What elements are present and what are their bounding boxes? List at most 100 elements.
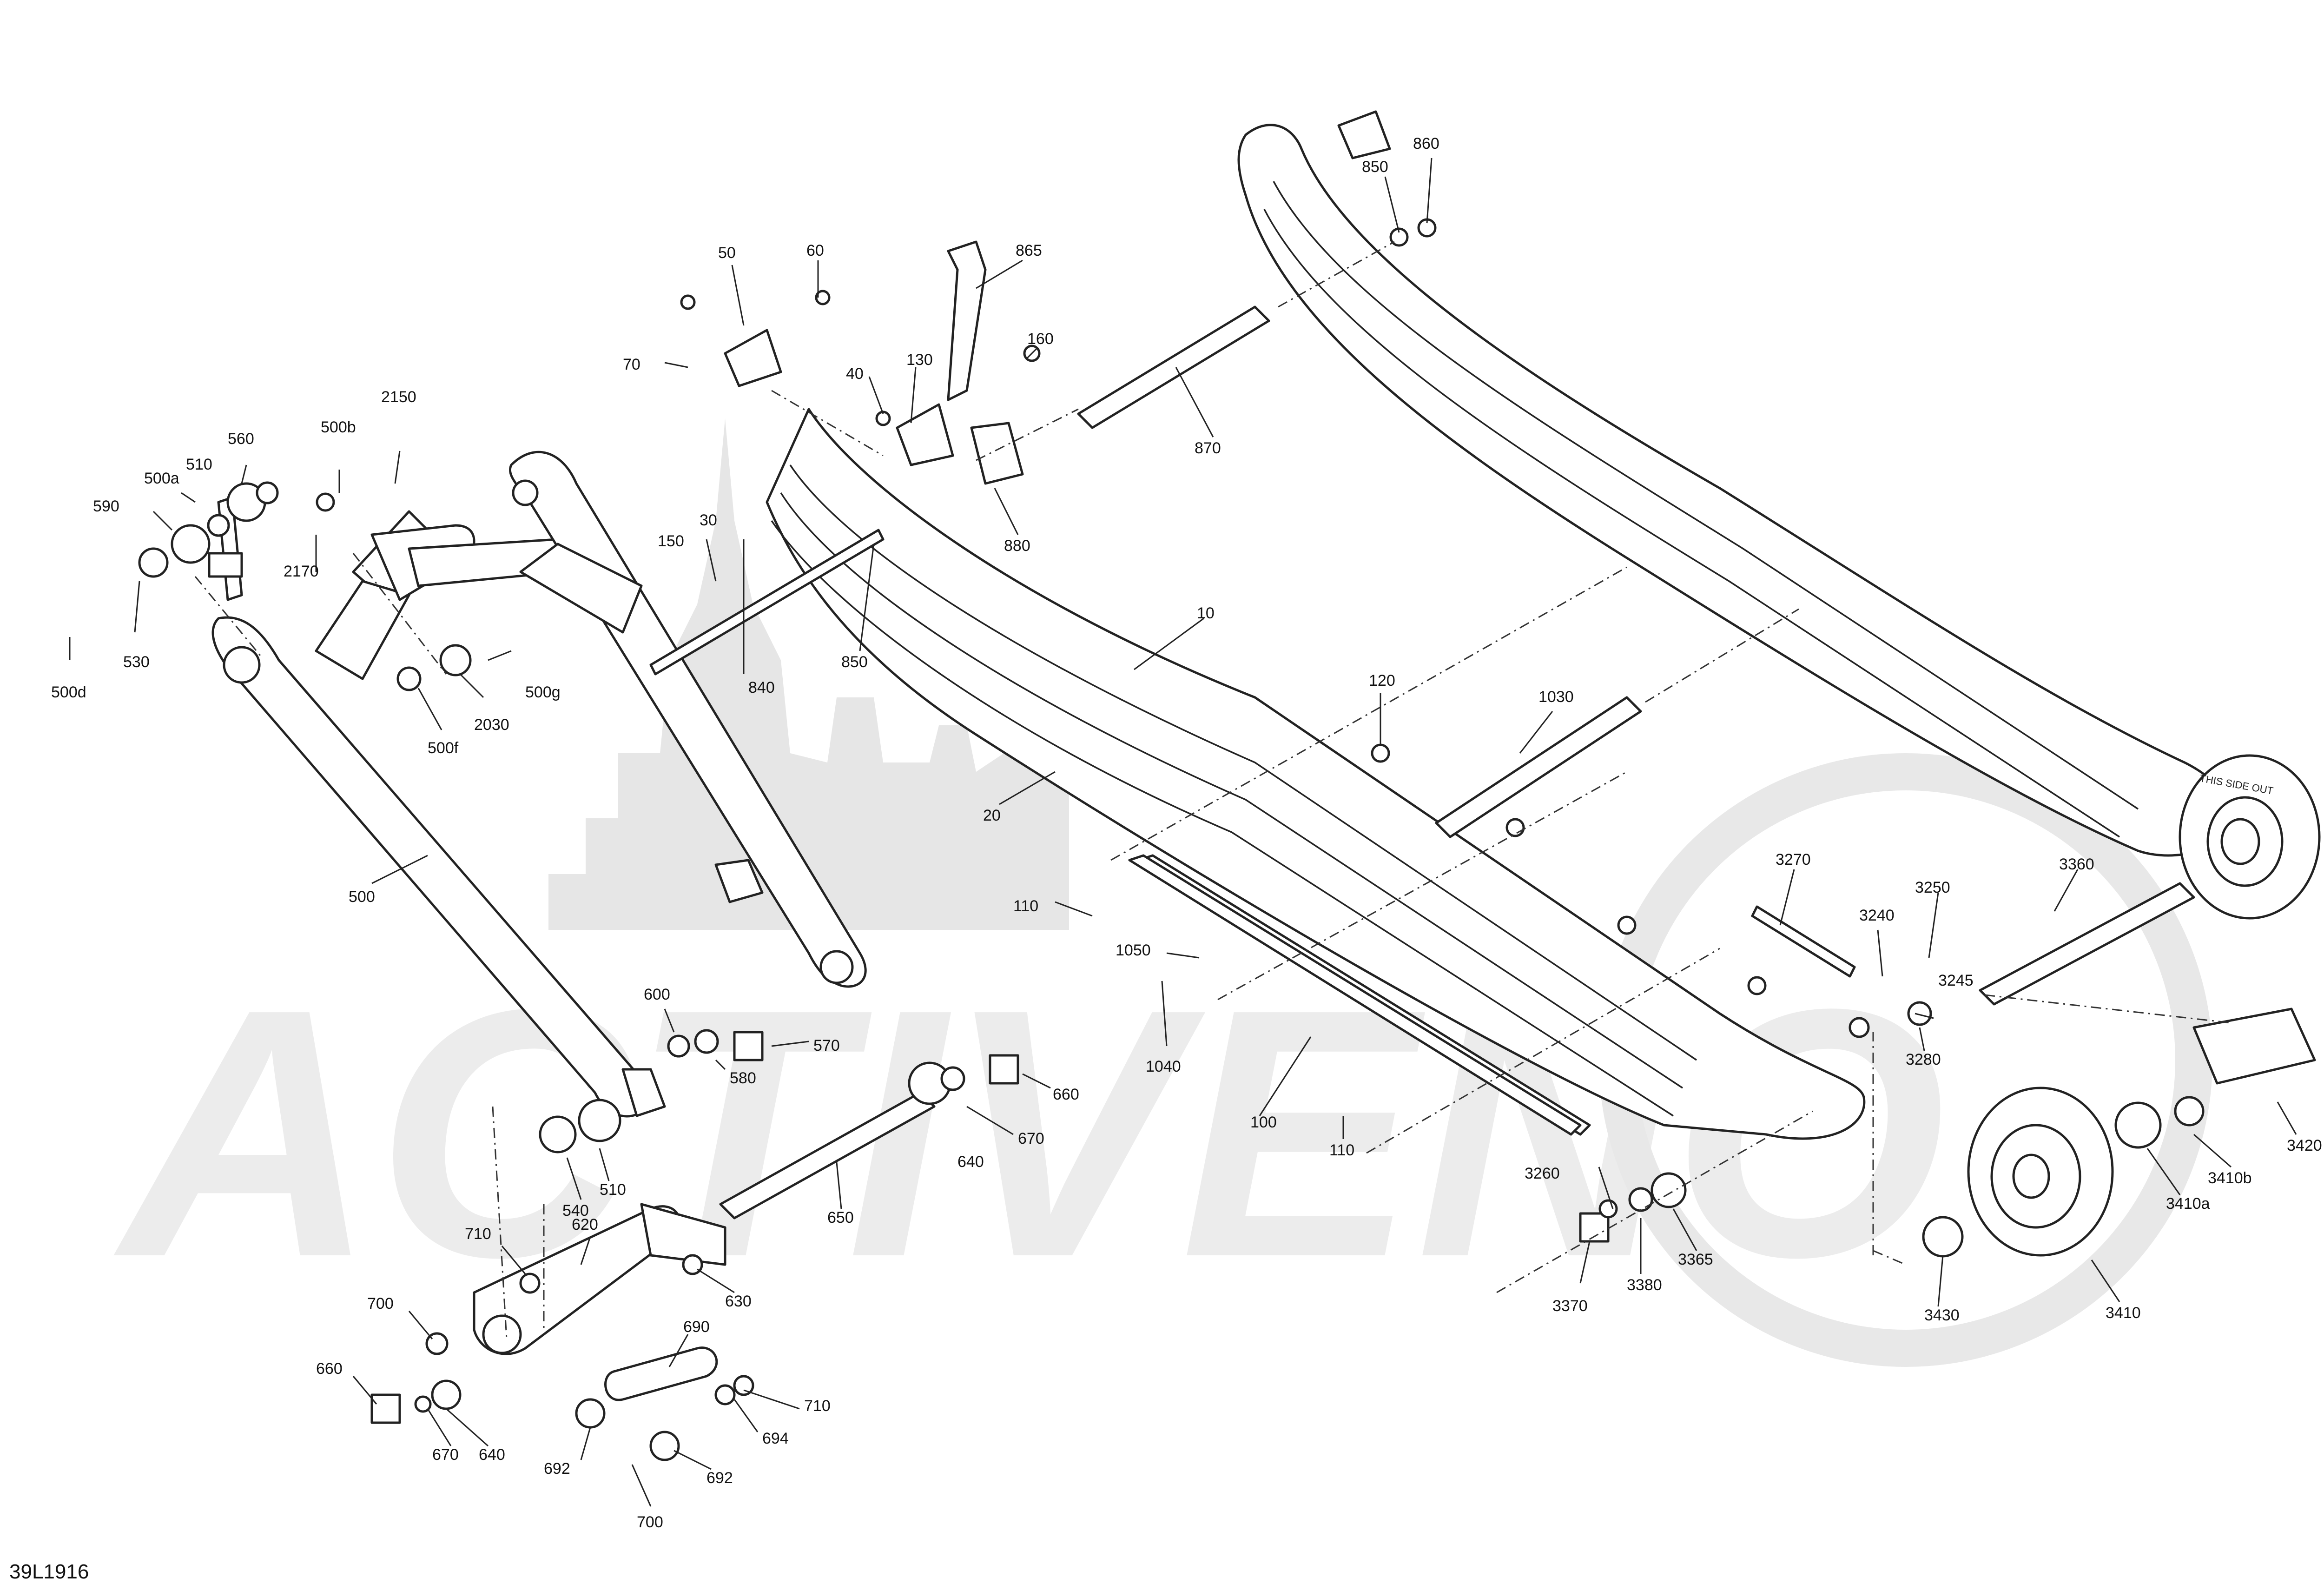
callout-670-b: 670	[432, 1446, 459, 1464]
callout-3245: 3245	[1938, 972, 1974, 989]
shaft-3360	[1979, 882, 2195, 1006]
callout-3370: 3370	[1552, 1297, 1588, 1315]
watermark: ACTIVENO	[110, 418, 2212, 1367]
spacer-3420	[2192, 1008, 2316, 1085]
front-arm	[508, 451, 867, 988]
shaft-650	[719, 1091, 936, 1220]
callout-500b: 500b	[321, 418, 356, 436]
stopper-top	[1337, 110, 1391, 159]
callout-110-a: 110	[1013, 897, 1038, 915]
callout-660-b: 660	[316, 1360, 343, 1378]
bracket-880	[970, 422, 1024, 485]
shaft-870	[1077, 305, 1270, 429]
bolt-660b	[370, 1393, 401, 1424]
callout-3240: 3240	[1859, 907, 1895, 924]
callout-3380: 3380	[1627, 1276, 1662, 1294]
wheel-3410	[1967, 1087, 2114, 1257]
callout-labels: 50 60 70 40 130 865 160 850 860 870 880 …	[51, 135, 2322, 1531]
watermark-skyline	[548, 418, 1069, 930]
callout-2150: 2150	[381, 388, 416, 406]
callout-500g: 500g	[525, 683, 561, 701]
callout-3280: 3280	[1906, 1051, 1941, 1068]
assembly-lines	[194, 241, 2232, 1339]
callout-2170: 2170	[284, 563, 319, 580]
callout-500: 500	[349, 888, 375, 906]
callout-670-a: 670	[1018, 1130, 1044, 1147]
callout-510: 510	[600, 1181, 626, 1199]
callout-840: 840	[748, 679, 775, 696]
callout-120: 120	[1369, 672, 1395, 689]
callout-710-b: 710	[804, 1397, 831, 1415]
callout-660-a: 660	[1053, 1086, 1079, 1103]
callout-865: 865	[1016, 242, 1042, 259]
callout-700-b: 700	[637, 1513, 663, 1531]
callout-640-b: 640	[479, 1446, 505, 1464]
small-parts	[208, 110, 1610, 1424]
callout-3365: 3365	[1678, 1251, 1713, 1268]
bolt-570	[733, 1031, 764, 1061]
callout-50: 50	[718, 244, 736, 262]
callout-130: 130	[906, 351, 933, 369]
callout-590: 590	[93, 497, 119, 515]
callout-860: 860	[1413, 135, 1439, 152]
callout-110-b: 110	[1329, 1141, 1354, 1159]
callout-1030: 1030	[1538, 688, 1574, 706]
shaft-1030	[1435, 696, 1642, 838]
callout-500a: 500a	[144, 470, 179, 487]
slider-100	[1128, 854, 1582, 1136]
callout-570: 570	[813, 1037, 840, 1054]
callout-530: 530	[123, 653, 150, 671]
block-130	[896, 403, 954, 466]
diagram-reference: 39L1916	[9, 1560, 89, 1583]
callout-620: 620	[572, 1216, 598, 1233]
callout-850-top: 850	[1362, 158, 1388, 176]
callout-580: 580	[730, 1069, 756, 1087]
guide-50	[724, 329, 782, 387]
callout-540: 540	[562, 1202, 589, 1220]
callout-650: 650	[827, 1209, 854, 1226]
leader-lines	[69, 158, 2297, 1507]
callout-3360: 3360	[2059, 855, 2094, 873]
callout-160: 160	[1027, 330, 1054, 348]
callout-3270: 3270	[1776, 851, 1811, 868]
callout-10: 10	[1197, 604, 1215, 622]
callout-3430: 3430	[1924, 1306, 1960, 1324]
callout-3410b: 3410b	[2208, 1169, 2252, 1187]
shafts	[649, 305, 2316, 1220]
callout-692-b: 692	[706, 1469, 733, 1487]
callout-880: 880	[1004, 537, 1030, 555]
callout-510-top: 510	[186, 456, 212, 473]
callout-692-a: 692	[544, 1460, 570, 1478]
callout-690: 690	[683, 1318, 710, 1336]
callout-3410a: 3410a	[2166, 1195, 2210, 1213]
callout-600: 600	[644, 986, 670, 1003]
callout-630: 630	[725, 1293, 752, 1310]
strap-865	[947, 240, 987, 401]
callout-710-a: 710	[465, 1225, 491, 1243]
rod-3270	[1751, 905, 1856, 978]
callout-30: 30	[700, 511, 717, 529]
callout-2030: 2030	[474, 716, 509, 734]
callout-3260: 3260	[1525, 1165, 1560, 1182]
callout-40: 40	[846, 365, 864, 383]
bolt-660	[989, 1054, 1019, 1085]
callout-20: 20	[983, 807, 1001, 824]
link-690	[604, 1346, 718, 1401]
callout-100: 100	[1250, 1114, 1277, 1131]
callout-60: 60	[806, 242, 824, 259]
rear-arm-500	[211, 510, 666, 1118]
callout-3250: 3250	[1915, 879, 1950, 896]
right-rail	[1237, 124, 2232, 857]
callout-694: 694	[762, 1430, 789, 1447]
callout-70: 70	[623, 356, 640, 373]
callout-850: 850	[841, 653, 868, 671]
rod-840	[649, 529, 885, 676]
callout-560: 560	[228, 430, 254, 448]
callout-500d: 500d	[51, 683, 86, 701]
bolt-3370	[1579, 1212, 1610, 1243]
callout-1040: 1040	[1146, 1058, 1181, 1075]
callout-3410: 3410	[2106, 1304, 2141, 1322]
callout-150: 150	[658, 532, 684, 550]
linkage-620	[473, 1203, 726, 1355]
